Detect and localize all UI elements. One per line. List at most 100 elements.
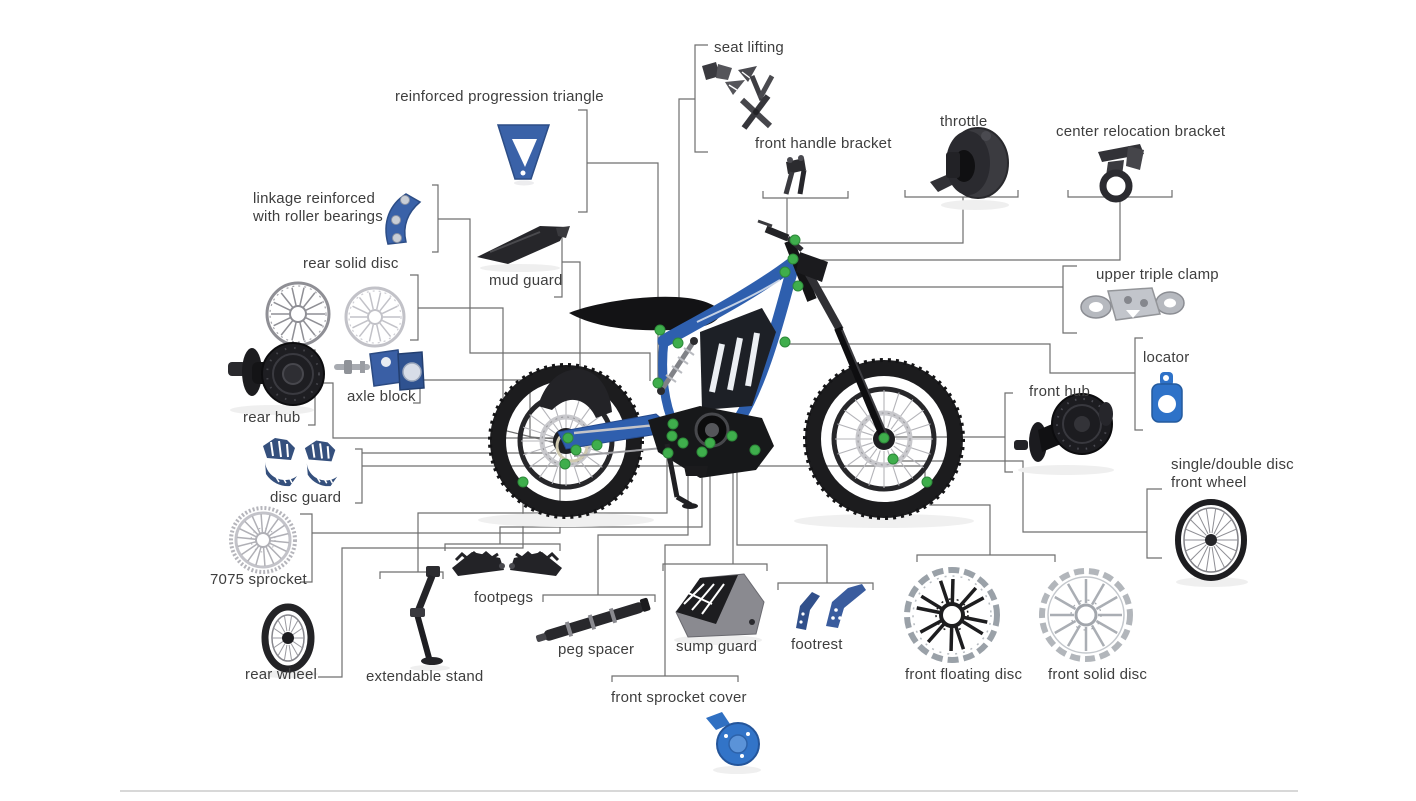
bracket-front-sprocket-cover bbox=[612, 676, 738, 682]
label-peg-spacer: peg spacer bbox=[558, 641, 635, 658]
label-center-relocation-bracket: center relocation bracket bbox=[1056, 123, 1226, 140]
bracket-sump-guard bbox=[663, 564, 767, 571]
part-rear-hub-image bbox=[228, 343, 324, 415]
bracket-front-hub bbox=[1005, 393, 1013, 472]
bike-seat bbox=[569, 296, 722, 331]
mount-dot bbox=[705, 438, 715, 448]
part-7075-sprocket-image bbox=[231, 508, 295, 572]
mount-dot bbox=[667, 431, 677, 441]
part-upper-triple-clamp-image bbox=[1081, 288, 1184, 320]
part-footrest-image bbox=[796, 584, 866, 630]
part-front-solid-disc-image bbox=[1042, 571, 1130, 659]
mount-dot bbox=[518, 477, 528, 487]
connector-line bbox=[665, 446, 710, 676]
label-single-double-disc-front-wheel: single/double disc front wheel bbox=[1171, 456, 1294, 492]
part-front-wheel-image bbox=[1176, 502, 1248, 587]
label-mud-guard: mud guard bbox=[489, 272, 563, 289]
bike-shock bbox=[657, 337, 698, 395]
label-locator: locator bbox=[1143, 349, 1190, 366]
connector-line bbox=[587, 163, 658, 380]
bike-illustration bbox=[478, 221, 974, 528]
mount-dot bbox=[888, 454, 898, 464]
bracket-rear-solid-disc bbox=[410, 275, 418, 340]
mount-dot bbox=[663, 448, 673, 458]
connector-line bbox=[598, 446, 688, 595]
mount-point-markers bbox=[518, 235, 932, 487]
connector-line bbox=[797, 197, 963, 243]
part-rear-solid-disc-image bbox=[267, 283, 404, 346]
bracket-peg-spacer bbox=[543, 595, 655, 602]
bracket-locator bbox=[1135, 338, 1143, 430]
label-front-sprocket-cover: front sprocket cover bbox=[611, 689, 747, 706]
mount-dot bbox=[727, 431, 737, 441]
label-progression-triangle: reinforced progression triangle bbox=[395, 88, 604, 105]
label-front-floating-disc: front floating disc bbox=[905, 666, 1023, 683]
label-rear-solid-disc: rear solid disc bbox=[303, 255, 399, 272]
mount-dot bbox=[560, 459, 570, 469]
mount-dot bbox=[655, 325, 665, 335]
bracket-footrest bbox=[778, 583, 873, 590]
connector-line-rear-wheel bbox=[318, 485, 523, 677]
part-disc-guard-image bbox=[263, 438, 338, 487]
bike-frame-beam bbox=[664, 263, 793, 341]
mount-dot bbox=[673, 338, 683, 348]
bracket-linkage bbox=[432, 185, 438, 252]
connector-line bbox=[796, 197, 1120, 260]
label-seat-lifting: seat lifting bbox=[714, 39, 784, 56]
bracket-seat-lifting bbox=[695, 45, 708, 152]
bracket-front-discs bbox=[917, 555, 1055, 562]
bracket-disc-guard bbox=[355, 449, 362, 503]
mount-dot bbox=[678, 438, 688, 448]
mount-dot bbox=[653, 378, 663, 388]
label-disc-guard: disc guard bbox=[270, 489, 342, 506]
label-sump-guard: sump guard bbox=[676, 638, 758, 655]
bracket-7075-sprocket bbox=[300, 514, 312, 582]
part-progression-triangle-image bbox=[498, 125, 549, 186]
mount-dot bbox=[790, 235, 800, 245]
connector-line bbox=[438, 219, 650, 381]
connector-line bbox=[315, 383, 556, 438]
label-7075-sprocket: 7075 sprocket bbox=[210, 571, 307, 588]
part-axle-block-image bbox=[334, 350, 424, 390]
part-linkage-image bbox=[386, 194, 420, 244]
bracket-extendable-stand bbox=[380, 572, 443, 579]
mount-dot bbox=[793, 281, 803, 291]
mount-dot bbox=[750, 445, 760, 455]
mount-dot bbox=[563, 433, 573, 443]
bracket-progression-triangle bbox=[578, 110, 587, 212]
part-mud-guard-image bbox=[477, 226, 570, 272]
label-front-hub: front hub bbox=[1029, 383, 1091, 400]
part-front-hub-image bbox=[1014, 394, 1114, 475]
connector-line bbox=[500, 455, 702, 544]
bracket-upper-triple-clamp bbox=[1063, 266, 1077, 333]
label-linkage: linkage reinforced with roller bearings bbox=[253, 190, 383, 226]
label-footrest: footrest bbox=[791, 636, 843, 653]
mount-dot bbox=[780, 337, 790, 347]
label-upper-triple-clamp: upper triple clamp bbox=[1096, 266, 1219, 283]
label-axle-block: axle block bbox=[347, 388, 416, 405]
part-front-sprocket-cover-image bbox=[706, 712, 761, 774]
bike-rear-fender bbox=[538, 369, 612, 418]
part-footpegs-image bbox=[452, 552, 562, 576]
part-center-relocation-bracket-image bbox=[1098, 144, 1144, 199]
bike-footpeg bbox=[684, 466, 708, 476]
label-rear-wheel: rear wheel bbox=[245, 666, 318, 683]
bracket-footpegs bbox=[445, 544, 560, 551]
label-front-solid-disc: front solid disc bbox=[1048, 666, 1148, 683]
label-rear-hub: rear hub bbox=[243, 409, 301, 426]
part-throttle-image bbox=[930, 128, 1009, 210]
label-throttle: throttle bbox=[940, 113, 988, 130]
mount-dot bbox=[592, 440, 602, 450]
part-seat-lifting-image bbox=[702, 62, 772, 128]
connector-line bbox=[788, 344, 1135, 373]
mount-dot bbox=[668, 419, 678, 429]
part-front-floating-disc-image bbox=[907, 570, 997, 660]
bracket-front-wheel bbox=[1147, 489, 1162, 558]
connector-line bbox=[562, 262, 580, 394]
mount-dot bbox=[922, 477, 932, 487]
mount-dot bbox=[788, 254, 798, 264]
connector-line bbox=[737, 452, 827, 583]
part-peg-spacer-image bbox=[535, 597, 651, 642]
